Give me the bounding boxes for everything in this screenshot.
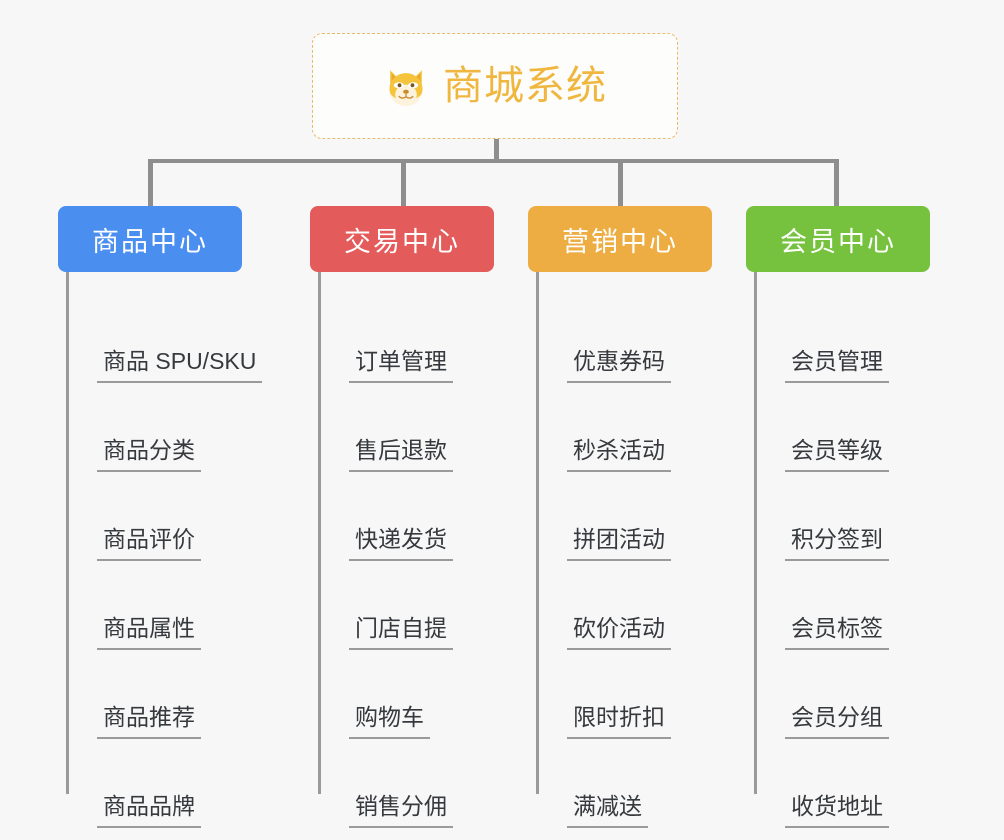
leaf-item[interactable]: 订单管理 xyxy=(310,294,494,383)
leaf-item-label: 购物车 xyxy=(349,703,430,739)
connector-root-stem xyxy=(494,139,499,162)
branch-items-3: 优惠券码 秒杀活动 拼团活动 砍价活动 限时折扣 满减送 xyxy=(528,272,712,828)
connector-drop-3 xyxy=(618,159,623,206)
leaf-item-label: 会员标签 xyxy=(785,614,889,650)
leaf-item[interactable]: 收货地址 xyxy=(746,739,930,828)
branch-column-1: 商品中心 商品 SPU/SKU 商品分类 商品评价 商品属性 商品推荐 商品品牌 xyxy=(58,206,263,828)
leaf-item-label: 会员等级 xyxy=(785,436,889,472)
category-box-2[interactable]: 交易中心 xyxy=(310,206,494,272)
leaf-item-label: 销售分佣 xyxy=(349,792,453,828)
leaf-item[interactable]: 限时折扣 xyxy=(528,650,712,739)
branch-items-1: 商品 SPU/SKU 商品分类 商品评价 商品属性 商品推荐 商品品牌 xyxy=(58,272,263,828)
leaf-item[interactable]: 拼团活动 xyxy=(528,472,712,561)
leaf-item-label: 商品品牌 xyxy=(97,792,201,828)
leaf-item-label: 积分签到 xyxy=(785,525,889,561)
category-label-4: 会员中心 xyxy=(780,226,896,257)
leaf-item[interactable]: 商品推荐 xyxy=(58,650,242,739)
category-label-1: 商品中心 xyxy=(92,226,208,257)
leaf-item[interactable]: 满减送 xyxy=(528,739,712,828)
leaf-item[interactable]: 商品评价 xyxy=(58,472,242,561)
leaf-item-label: 商品属性 xyxy=(97,614,201,650)
leaf-item-label: 优惠券码 xyxy=(567,347,671,383)
leaf-item[interactable]: 商品分类 xyxy=(58,383,242,472)
root-node-label: 商城系统 xyxy=(443,64,607,108)
leaf-item-label: 订单管理 xyxy=(349,347,453,383)
leaf-item[interactable]: 门店自提 xyxy=(310,561,494,650)
leaf-item[interactable]: 快递发货 xyxy=(310,472,494,561)
branch-column-2: 交易中心 订单管理 售后退款 快递发货 门店自提 购物车 销售分佣 xyxy=(310,206,494,828)
leaf-item[interactable]: 会员分组 xyxy=(746,650,930,739)
leaf-item-label: 商品推荐 xyxy=(97,703,201,739)
leaf-item-label: 会员分组 xyxy=(785,703,889,739)
leaf-item-label: 会员管理 xyxy=(785,347,889,383)
leaf-item[interactable]: 商品属性 xyxy=(58,561,242,650)
category-box-3[interactable]: 营销中心 xyxy=(528,206,712,272)
branch-items-2: 订单管理 售后退款 快递发货 门店自提 购物车 销售分佣 xyxy=(310,272,494,828)
leaf-item-label: 秒杀活动 xyxy=(567,436,671,472)
leaf-item[interactable]: 商品品牌 xyxy=(58,739,242,828)
leaf-item[interactable]: 售后退款 xyxy=(310,383,494,472)
leaf-item[interactable]: 销售分佣 xyxy=(310,739,494,828)
branch-trunk-1 xyxy=(66,272,69,794)
branch-column-4: 会员中心 会员管理 会员等级 积分签到 会员标签 会员分组 收货地址 xyxy=(746,206,930,828)
connector-drop-2 xyxy=(401,159,406,206)
branch-items-4: 会员管理 会员等级 积分签到 会员标签 会员分组 收货地址 xyxy=(746,272,930,828)
leaf-item-label: 拼团活动 xyxy=(567,525,671,561)
branch-trunk-4 xyxy=(754,272,757,794)
leaf-item-label: 门店自提 xyxy=(349,614,453,650)
branch-column-3: 营销中心 优惠券码 秒杀活动 拼团活动 砍价活动 限时折扣 满减送 xyxy=(528,206,712,828)
leaf-item[interactable]: 会员等级 xyxy=(746,383,930,472)
category-label-2: 交易中心 xyxy=(344,226,460,257)
leaf-item[interactable]: 秒杀活动 xyxy=(528,383,712,472)
category-box-4[interactable]: 会员中心 xyxy=(746,206,930,272)
leaf-item[interactable]: 购物车 xyxy=(310,650,494,739)
category-label-3: 营销中心 xyxy=(562,226,678,257)
leaf-item-label: 售后退款 xyxy=(349,436,453,472)
leaf-item-label: 收货地址 xyxy=(785,792,889,828)
leaf-item-label: 商品 SPU/SKU xyxy=(97,347,263,383)
leaf-item-label: 砍价活动 xyxy=(567,614,671,650)
category-box-1[interactable]: 商品中心 xyxy=(58,206,242,272)
leaf-item[interactable]: 会员管理 xyxy=(746,294,930,383)
branch-trunk-3 xyxy=(536,272,539,794)
shiba-dog-face-icon xyxy=(383,63,429,109)
leaf-item[interactable]: 会员标签 xyxy=(746,561,930,650)
connector-drop-1 xyxy=(148,159,153,206)
root-node[interactable]: 商城系统 xyxy=(312,33,678,139)
connector-horizontal-bus xyxy=(148,159,835,163)
leaf-item[interactable]: 积分签到 xyxy=(746,472,930,561)
leaf-item-label: 快递发货 xyxy=(349,525,453,561)
leaf-item[interactable]: 砍价活动 xyxy=(528,561,712,650)
leaf-item-label: 商品分类 xyxy=(97,436,201,472)
leaf-item-label: 满减送 xyxy=(567,792,648,828)
leaf-item[interactable]: 优惠券码 xyxy=(528,294,712,383)
leaf-item[interactable]: 商品 SPU/SKU xyxy=(58,294,263,383)
leaf-item-label: 商品评价 xyxy=(97,525,201,561)
connector-drop-4 xyxy=(834,159,839,206)
leaf-item-label: 限时折扣 xyxy=(567,703,671,739)
branch-trunk-2 xyxy=(318,272,321,794)
